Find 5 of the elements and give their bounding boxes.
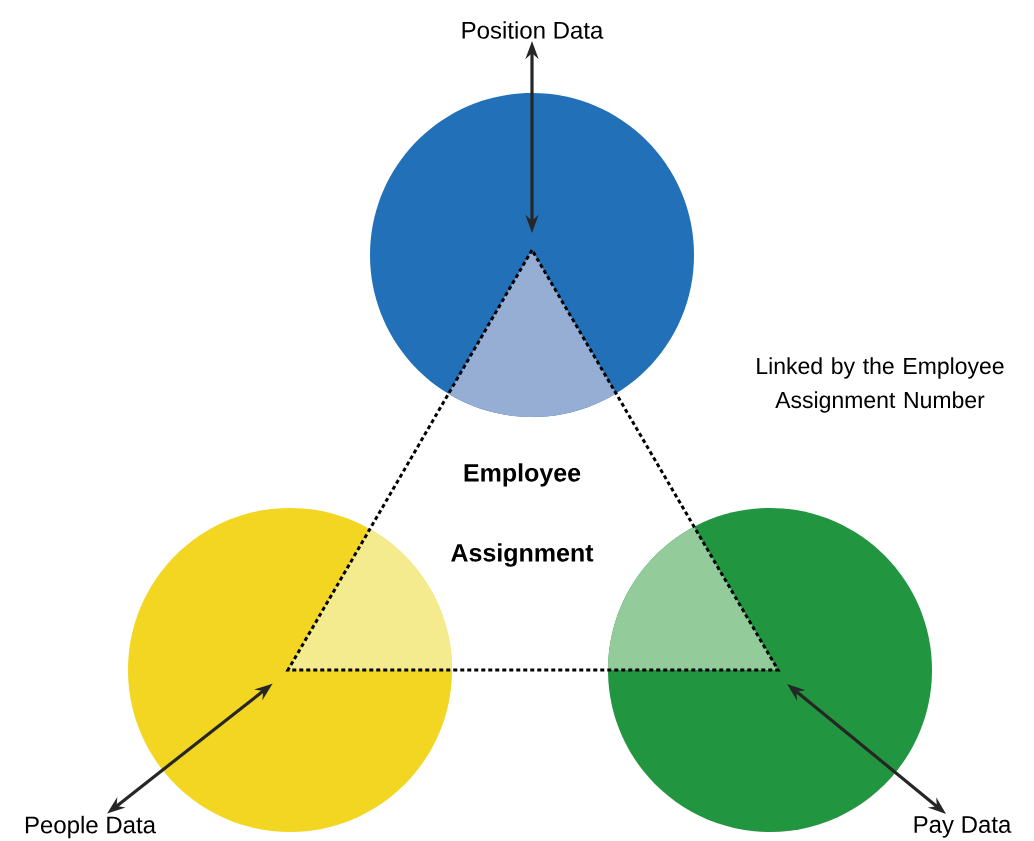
text-label: Pay Data	[914, 816, 1012, 838]
text-label: Position Data	[462, 21, 604, 39]
note-label: Linked by the Employee Assignment Number	[757, 357, 1004, 413]
text-label: People Data	[25, 815, 156, 839]
circle	[370, 93, 694, 417]
